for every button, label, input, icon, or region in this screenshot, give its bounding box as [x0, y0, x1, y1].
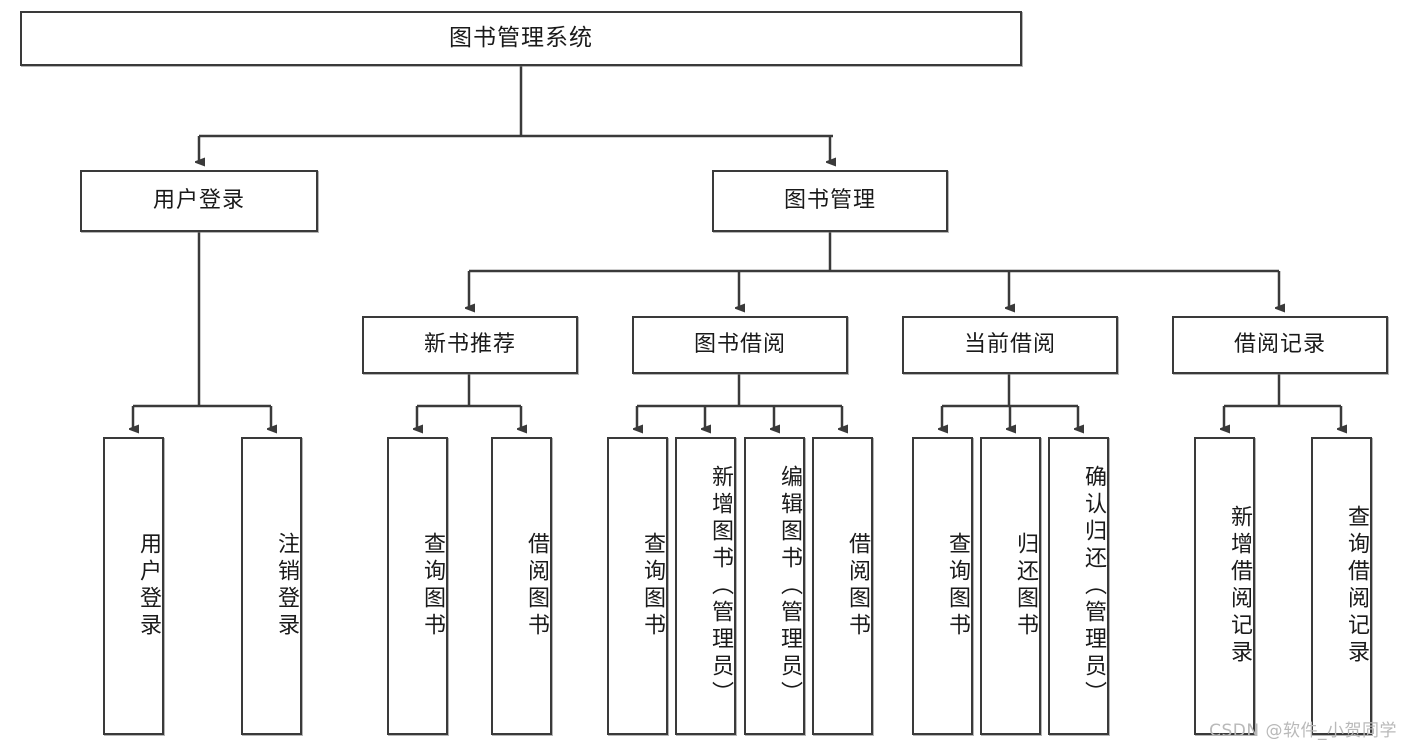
node-label: 编辑图书（管理员） — [777, 464, 802, 708]
node-new-book-recommendation[interactable]: 新书推荐 — [362, 316, 578, 374]
node-label: 借阅图书 — [845, 532, 870, 640]
node-leaf-user-login-signout[interactable]: 注销登录 — [241, 437, 302, 735]
node-label: 当前借阅 — [963, 332, 1056, 358]
node-label: 图书管理 — [783, 188, 876, 214]
node-leaf-user-login-signin[interactable]: 用户登录 — [103, 437, 164, 735]
node-label: 查询借阅记录 — [1344, 505, 1369, 667]
node-label: 查询图书 — [945, 532, 970, 640]
watermark-text: CSDN @软件_小贺同学 — [1209, 721, 1397, 741]
node-label: 图书借阅 — [693, 332, 786, 358]
node-current-borrowing[interactable]: 当前借阅 — [902, 316, 1118, 374]
node-label: 归还图书 — [1013, 532, 1038, 640]
node-leaf-new-book-query-books[interactable]: 查询图书 — [387, 437, 448, 735]
node-leaf-book-borrow-borrow-books[interactable]: 借阅图书 — [812, 437, 873, 735]
node-leaf-borrow-record-query-record[interactable]: 查询借阅记录 — [1311, 437, 1372, 735]
node-borrowing-records[interactable]: 借阅记录 — [1172, 316, 1388, 374]
node-label: 借阅记录 — [1233, 332, 1326, 358]
node-label: 新增图书（管理员） — [708, 464, 733, 708]
node-label: 注销登录 — [274, 532, 299, 640]
node-leaf-current-borrow-query-books[interactable]: 查询图书 — [912, 437, 973, 735]
node-label: 查询图书 — [420, 532, 445, 640]
node-leaf-book-borrow-edit-book-admin[interactable]: 编辑图书（管理员） — [744, 437, 805, 735]
node-user-login[interactable]: 用户登录 — [80, 170, 318, 232]
node-leaf-borrow-record-add-record[interactable]: 新增借阅记录 — [1194, 437, 1255, 735]
node-book-management[interactable]: 图书管理 — [712, 170, 948, 232]
node-label: 查询图书 — [640, 532, 665, 640]
node-label: 用户登录 — [136, 532, 161, 640]
node-label: 借阅图书 — [524, 532, 549, 640]
node-root-book-management-system[interactable]: 图书管理系统 — [20, 11, 1022, 66]
node-leaf-book-borrow-query-books[interactable]: 查询图书 — [607, 437, 668, 735]
node-leaf-new-book-borrow-books[interactable]: 借阅图书 — [491, 437, 552, 735]
node-leaf-current-borrow-return-books[interactable]: 归还图书 — [980, 437, 1041, 735]
node-label: 确认归还（管理员） — [1081, 464, 1106, 708]
node-label: 用户登录 — [152, 188, 245, 214]
node-leaf-book-borrow-add-book-admin[interactable]: 新增图书（管理员） — [675, 437, 736, 735]
node-label: 新书推荐 — [423, 332, 516, 358]
node-label: 新增借阅记录 — [1227, 505, 1252, 667]
node-book-borrowing[interactable]: 图书借阅 — [632, 316, 848, 374]
node-label: 图书管理系统 — [449, 25, 593, 52]
node-leaf-current-borrow-confirm-return-admin[interactable]: 确认归还（管理员） — [1048, 437, 1109, 735]
